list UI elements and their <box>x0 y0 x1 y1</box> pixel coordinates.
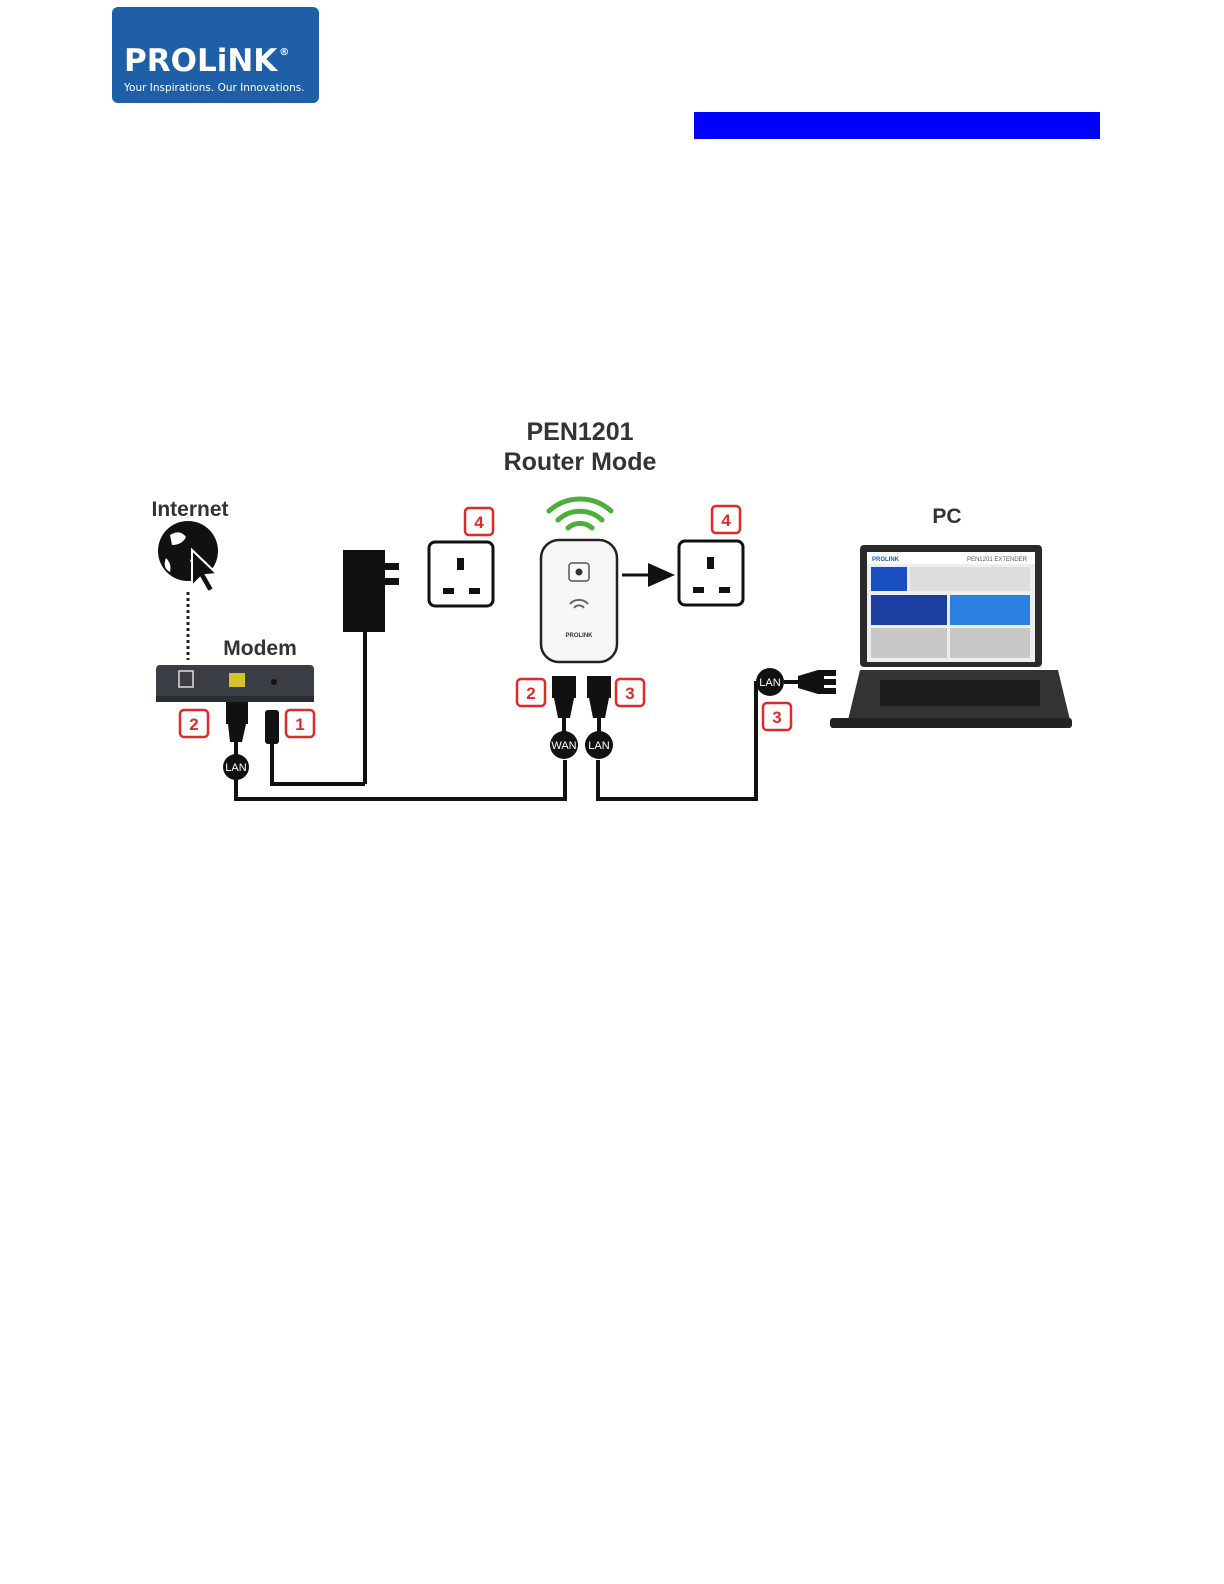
step-3-pc-callout: 3 <box>763 703 791 730</box>
pc-ethernet-plug <box>784 670 836 694</box>
step-3-lan-callout: 3 <box>616 679 644 706</box>
device-brand-text: PROLINK <box>566 633 594 639</box>
step-4-right-callout: 4 <box>712 506 740 533</box>
modem-ethernet-plug <box>226 702 248 755</box>
device-lan-port-badge: LAN <box>585 731 613 759</box>
svg-text:WAN: WAN <box>551 740 576 752</box>
svg-text:3: 3 <box>772 708 781 727</box>
wall-outlet-left <box>429 542 493 606</box>
laptop-pc: PROLINK PEN1201 EXTENDER <box>830 545 1072 728</box>
logo-tagline: Your Inspirations. Our Innovations. <box>124 82 305 94</box>
pc-label: PC <box>932 505 961 528</box>
arrow-right-icon <box>622 563 675 587</box>
device-wan-port-badge: WAN <box>550 731 578 759</box>
diagram-title-model: PEN1201 <box>526 418 633 446</box>
internet-label: Internet <box>151 498 228 521</box>
step-4-left-callout: 4 <box>465 508 493 535</box>
device-lan-plug <box>587 676 611 733</box>
modem-power-plug <box>265 710 279 770</box>
logo-registered-mark: ® <box>279 47 289 58</box>
wall-outlet-right <box>679 541 743 605</box>
screen-product: PEN1201 EXTENDER <box>967 557 1028 563</box>
svg-text:4: 4 <box>474 513 484 532</box>
svg-text:2: 2 <box>189 715 198 734</box>
pc-lan-port-badge: LAN <box>756 668 784 696</box>
svg-text:4: 4 <box>721 511 731 530</box>
globe-icon <box>158 521 218 592</box>
modem-lan-port-badge: LAN <box>223 754 249 780</box>
screen-brand: PROLINK <box>872 557 900 563</box>
wifi-signal-icon <box>549 499 611 528</box>
svg-text:LAN: LAN <box>588 740 609 752</box>
step-2-wan-callout: 2 <box>517 679 545 706</box>
device-wan-plug <box>552 676 576 733</box>
diagram-title-mode: Router Mode <box>504 448 657 476</box>
svg-text:LAN: LAN <box>225 762 246 774</box>
router-mode-diagram: PEN1201 Router Mode Internet Modem 4 <box>130 400 1110 840</box>
svg-text:3: 3 <box>625 684 634 703</box>
svg-text:1: 1 <box>295 715 304 734</box>
svg-text:LAN: LAN <box>759 677 780 689</box>
header-color-bar <box>694 112 1100 139</box>
step-2-modem-callout: 2 <box>180 710 208 737</box>
step-1-power-callout: 1 <box>286 710 314 737</box>
prolink-logo: PROLiNK® Your Inspirations. Our Innovati… <box>112 7 319 103</box>
svg-text:2: 2 <box>526 684 535 703</box>
logo-brand: PROLiNK® <box>124 43 289 79</box>
modem-label: Modem <box>223 637 297 660</box>
cable-lines <box>236 683 770 799</box>
modem-device <box>156 665 314 702</box>
power-adapter <box>343 550 399 784</box>
pen1201-device: PROLINK <box>541 540 617 662</box>
